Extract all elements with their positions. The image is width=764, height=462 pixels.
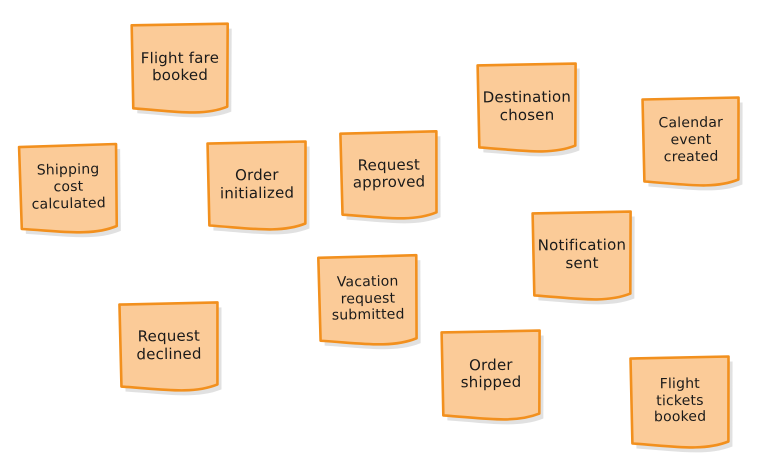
sticky-note-label: Vacation request submitted [331, 273, 405, 324]
sticky-note-notification-sent[interactable]: Notification sent [531, 210, 635, 306]
sticky-note-flight-tickets-booked[interactable]: Flight tickets booked [628, 354, 733, 453]
sticky-note-vacation-request-submitted[interactable]: Vacation request submitted [316, 253, 421, 351]
sticky-note-request-declined[interactable]: Request declined [117, 300, 222, 396]
sticky-note-shipping-cost-calculated[interactable]: Shipping cost calculated [17, 142, 121, 239]
sticky-note-label: Request declined [136, 326, 202, 363]
sticky-note-label: Notification sent [537, 235, 627, 272]
sticky-note-destination-chosen[interactable]: Destination chosen [476, 62, 580, 158]
sticky-note-label: Order initialized [219, 165, 295, 202]
sticky-note-label: Request approved [352, 155, 426, 192]
sticky-note-label: Order shipped [460, 355, 522, 392]
sticky-note-label: Flight tickets booked [653, 375, 707, 426]
sticky-note-label: Destination chosen [482, 87, 572, 124]
sticky-note-order-shipped[interactable]: Order shipped [440, 329, 544, 426]
sticky-note-flight-fare-booked[interactable]: Flight fare booked [130, 22, 232, 119]
sticky-note-order-initialized[interactable]: Order initialized [206, 139, 310, 235]
sticky-note-label: Shipping cost calculated [31, 161, 107, 213]
sticky-note-label: Flight fare booked [140, 48, 220, 85]
sticky-note-calendar-event-created[interactable]: Calendar event created [641, 95, 743, 191]
sticky-note-request-approved[interactable]: Request approved [338, 129, 441, 224]
sticky-note-label: Calendar event created [658, 114, 724, 166]
